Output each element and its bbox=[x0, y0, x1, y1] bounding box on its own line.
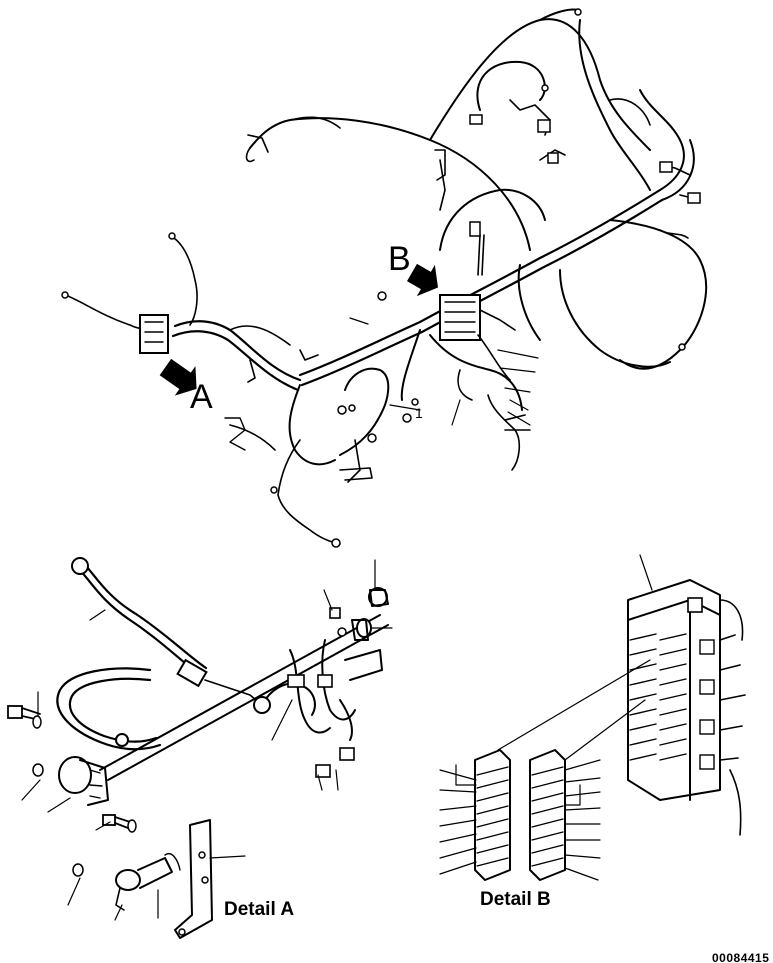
detail-a-label: Detail A bbox=[224, 899, 294, 920]
main-harness: A B 1 bbox=[61, 8, 708, 548]
callout-1-label: 1 bbox=[415, 405, 423, 421]
detail-b-label: Detail B bbox=[480, 889, 551, 910]
view-a-arrow-icon bbox=[159, 358, 197, 396]
detail-b: Detail B bbox=[439, 554, 746, 910]
connector-block-b1 bbox=[439, 749, 511, 881]
drawing-code: 00084415 bbox=[712, 951, 769, 963]
fuse-box-rows bbox=[629, 633, 746, 770]
connector-block-b2 bbox=[529, 749, 601, 881]
connector-block-a bbox=[139, 314, 169, 354]
detail-a: Detail A bbox=[7, 557, 393, 939]
connector-block-b bbox=[439, 294, 516, 381]
view-a-label: A bbox=[190, 378, 213, 416]
view-b-arrow-icon bbox=[407, 263, 438, 297]
view-b-label: B bbox=[388, 240, 411, 278]
